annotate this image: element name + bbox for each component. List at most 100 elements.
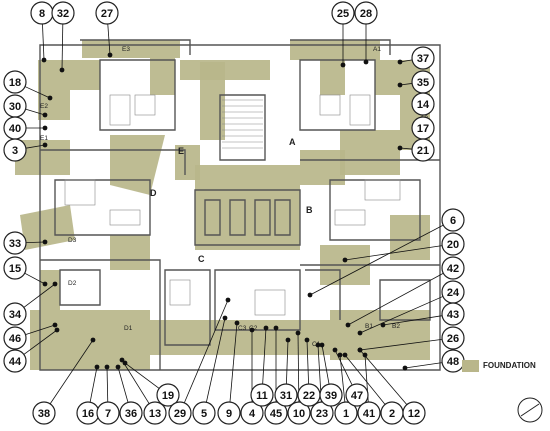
callout-leader-46 — [25, 324, 56, 335]
callout-number: 33 — [9, 238, 21, 250]
furniture — [64, 94, 401, 316]
callout-19: 19 — [156, 383, 180, 407]
foundation-legend-label: FOUNDATION — [483, 361, 536, 370]
callout-number: 27 — [101, 8, 113, 20]
callout-11: 11 — [250, 383, 274, 407]
callout-circle — [411, 92, 435, 116]
callout-leader-15 — [24, 272, 46, 285]
callout-43: 43 — [441, 302, 465, 326]
callout-leader-2 — [344, 354, 386, 405]
callout-number: 24 — [447, 287, 460, 299]
callout-number: 11 — [256, 390, 268, 402]
tag-e3: E3 — [122, 46, 130, 53]
callout-circle — [287, 401, 311, 425]
callout-number: 34 — [9, 309, 22, 321]
callout-number: 26 — [447, 333, 459, 345]
callout-point-20 — [342, 257, 348, 263]
callout-circle — [143, 401, 167, 425]
callout-point-39 — [319, 342, 325, 348]
callout-point-29 — [225, 297, 231, 303]
foundation-legend-swatch — [462, 360, 479, 372]
callout-6: 6 — [441, 208, 465, 232]
zone-b-label: B — [306, 205, 313, 215]
callout-leader-8 — [42, 23, 45, 61]
callout-37: 37 — [411, 46, 435, 70]
callout-circle — [441, 208, 465, 232]
callout-circle — [411, 46, 435, 70]
tag-b2: B2 — [392, 323, 400, 330]
building-walls — [39, 39, 441, 371]
callout-14: 14 — [411, 92, 435, 116]
callout-1: 1 — [334, 401, 358, 425]
callout-47: 47 — [345, 383, 369, 407]
callout-number: 12 — [408, 408, 420, 420]
callout-35: 35 — [411, 70, 435, 94]
callout-number: 40 — [9, 123, 21, 135]
callout-number: 21 — [417, 145, 429, 157]
callout-leader-13 — [121, 359, 150, 404]
callout-point-30 — [42, 112, 48, 118]
callout-33: 33 — [3, 231, 27, 255]
callout-point-19 — [122, 360, 128, 366]
callout-number: 45 — [270, 408, 282, 420]
callout-point-11 — [263, 325, 269, 331]
north-arrow-icon — [517, 397, 543, 423]
callout-44: 44 — [3, 349, 27, 373]
callout-point-33 — [42, 239, 48, 245]
zone-a-label: A — [289, 137, 296, 147]
callout-3: 3 — [3, 138, 27, 162]
tag-c3: C3 — [238, 325, 247, 332]
callout-point-36 — [115, 364, 121, 370]
callout-32: 32 — [51, 1, 75, 25]
callout-13: 13 — [143, 401, 167, 425]
callout-number: 39 — [325, 390, 337, 402]
callout-34: 34 — [3, 302, 27, 326]
callout-circle — [357, 401, 381, 425]
callout-15: 15 — [3, 256, 27, 280]
callout-point-31 — [285, 337, 291, 343]
callout-number: 43 — [447, 309, 459, 321]
callout-number: 28 — [360, 8, 372, 20]
tag-e1: E1 — [40, 135, 48, 142]
tag-a1: A1 — [373, 46, 381, 53]
callout-9: 9 — [217, 401, 241, 425]
callout-31: 31 — [274, 383, 298, 407]
callout-circle — [3, 326, 27, 350]
callout-18: 18 — [3, 70, 27, 94]
callout-leader-29 — [183, 299, 229, 404]
callout-number: 23 — [316, 408, 328, 420]
callout-point-21 — [397, 145, 403, 151]
tag-d1: D1 — [124, 325, 133, 332]
callout-28: 28 — [354, 1, 378, 25]
callout-46: 46 — [3, 326, 27, 350]
callout-leader-16 — [89, 366, 98, 403]
callout-40: 40 — [3, 116, 27, 140]
tag-d3: D3 — [68, 237, 77, 244]
callout-point-1 — [337, 352, 343, 358]
callout-leader-1 — [339, 354, 346, 403]
callout-number: 38 — [38, 408, 50, 420]
callout-number: 10 — [293, 408, 305, 420]
tag-d2: D2 — [68, 280, 77, 287]
callout-number: 8 — [39, 8, 45, 20]
callout-39: 39 — [319, 383, 343, 407]
callout-point-47 — [332, 347, 338, 353]
callout-point-40 — [42, 125, 48, 131]
callout-number: 13 — [149, 408, 161, 420]
callout-point-27 — [107, 52, 113, 58]
callout-leader-43 — [382, 315, 443, 326]
callout-circle — [334, 401, 358, 425]
callout-17: 17 — [411, 116, 435, 140]
callout-circle — [119, 401, 143, 425]
callout-38: 38 — [32, 401, 56, 425]
callout-point-24 — [357, 330, 363, 336]
callout-point-35 — [397, 82, 403, 88]
callout-22: 22 — [297, 383, 321, 407]
callout-number: 35 — [417, 77, 429, 89]
callout-leader-33 — [25, 241, 46, 244]
callout-leader-26 — [359, 339, 443, 351]
callout-number: 5 — [201, 408, 207, 420]
callout-number: 17 — [417, 123, 429, 135]
callout-number: 1 — [343, 408, 349, 420]
